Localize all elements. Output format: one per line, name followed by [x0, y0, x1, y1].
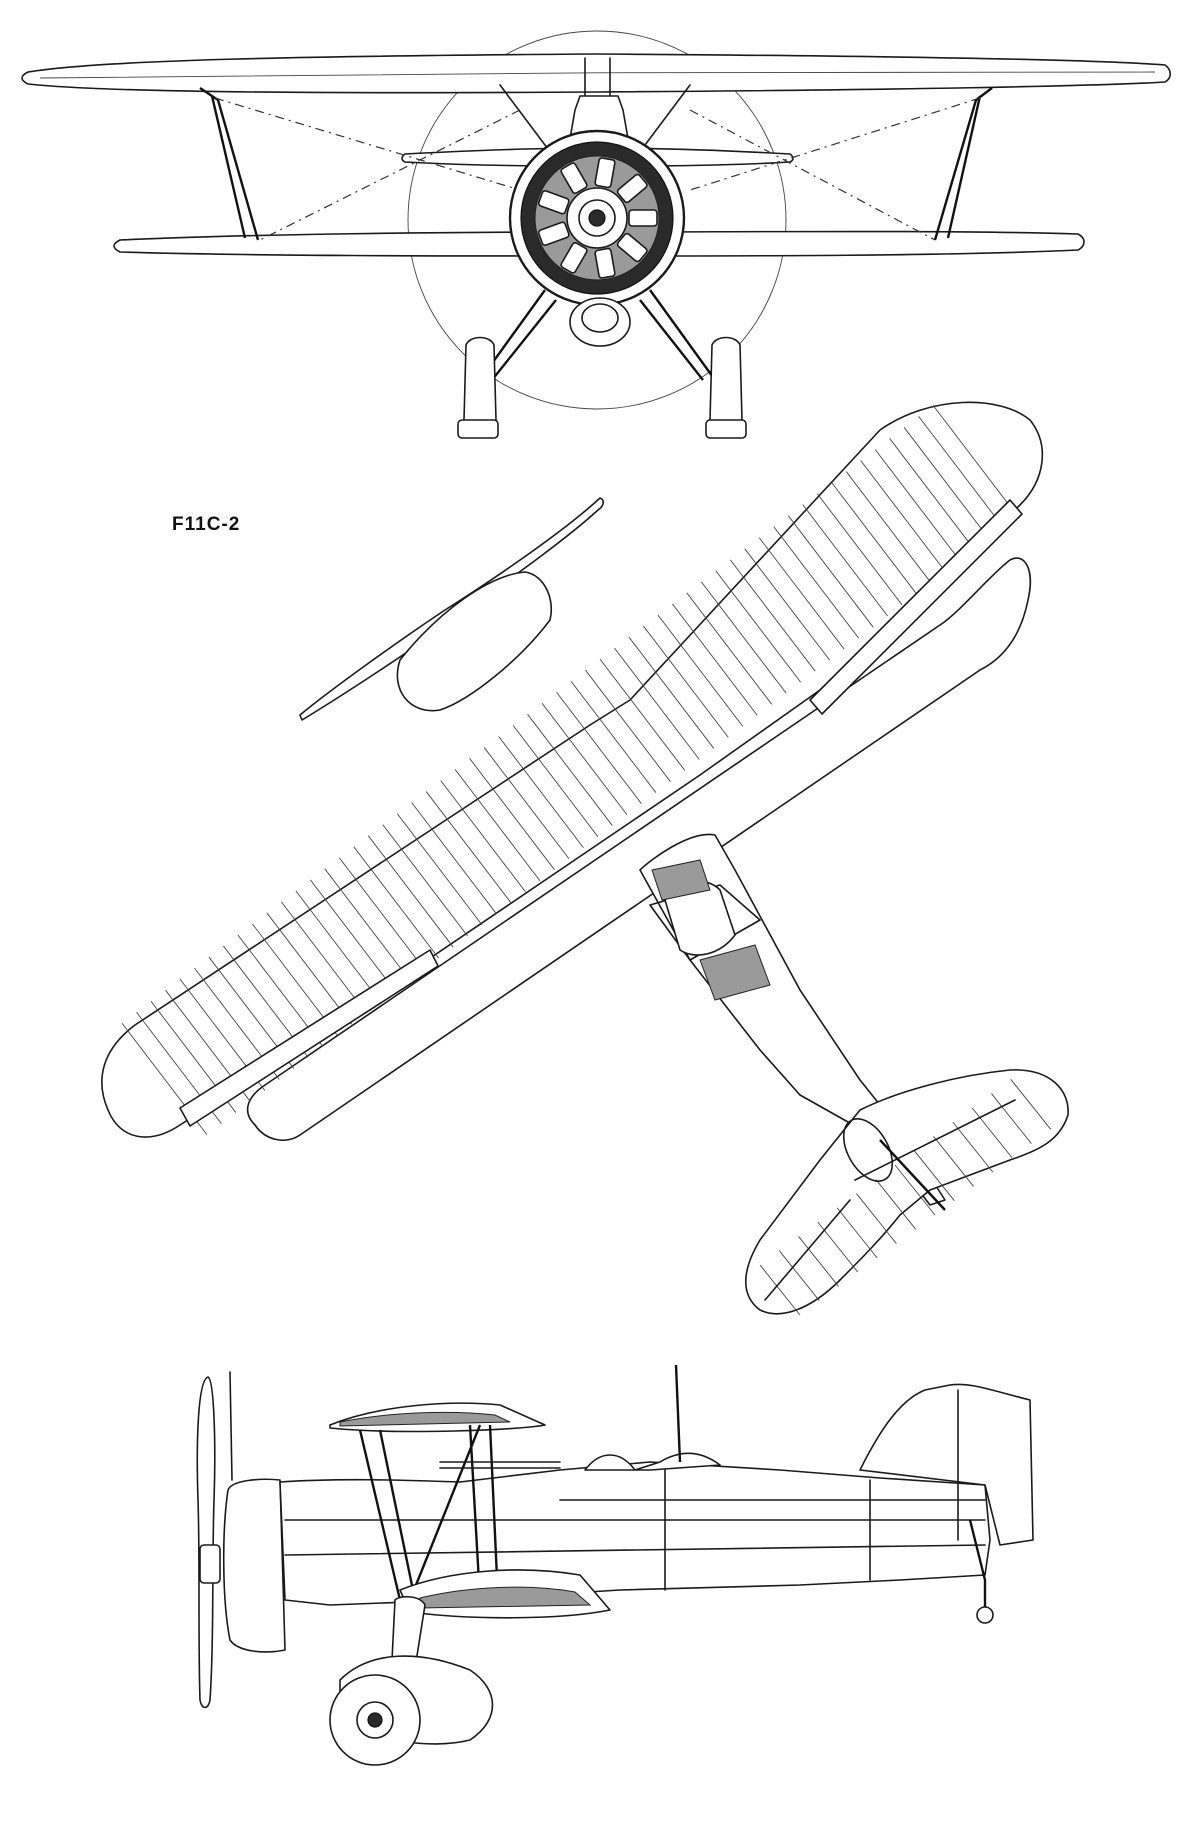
rib-line — [816, 493, 903, 606]
rib-line — [952, 1121, 994, 1173]
rib-line — [266, 912, 353, 1025]
side-view — [196, 1364, 1034, 1766]
engine-cylinder — [616, 173, 648, 204]
wing-rib-lines — [121, 405, 1019, 1135]
rib-line — [643, 625, 729, 738]
rib-line — [991, 1093, 1032, 1144]
rib-line — [295, 890, 382, 1003]
interplane-strut-right — [933, 87, 993, 241]
rib-line — [856, 1193, 897, 1244]
engine-cylinder — [537, 190, 570, 215]
left-aileron — [179, 949, 439, 1127]
tail-rib-lines — [759, 1079, 1052, 1316]
rib-line — [367, 835, 454, 948]
propeller-disc-circle — [407, 30, 787, 410]
fuselage-side — [279, 1461, 991, 1606]
rib-line — [932, 405, 1019, 517]
rib-line — [498, 736, 584, 849]
rib-line — [744, 548, 831, 661]
rib-line — [527, 714, 613, 826]
rib-line — [425, 791, 512, 904]
horizontal-stabilizer-plan — [744, 1069, 1069, 1315]
rib-line — [614, 647, 700, 760]
rib-line — [889, 438, 975, 551]
rib-line — [396, 813, 483, 926]
rib-line — [281, 901, 367, 1014]
rib-line — [787, 515, 874, 628]
plan-view — [101, 401, 1069, 1316]
rib-line — [1010, 1079, 1052, 1130]
rib-line — [672, 603, 758, 716]
rib-line — [913, 1150, 955, 1201]
engine-cylinder — [560, 242, 588, 274]
rib-line — [773, 526, 859, 639]
rib-line — [831, 482, 917, 595]
rib-line — [860, 460, 946, 573]
vertical-fin-side — [859, 1383, 1034, 1546]
lower-wing-plan — [246, 557, 1032, 1141]
rib-line — [585, 669, 671, 782]
rib-line — [469, 758, 555, 871]
right-aileron — [809, 499, 1023, 715]
rib-line — [440, 780, 526, 893]
rib-line — [701, 581, 787, 694]
rib-line — [541, 703, 628, 815]
upper-wing-front — [21, 53, 1172, 94]
rib-line — [483, 747, 570, 860]
rib-line — [657, 614, 744, 727]
rib-line — [903, 427, 990, 540]
propeller-side — [196, 1376, 216, 1709]
rib-line — [599, 658, 686, 771]
engine-cylinder — [594, 247, 616, 279]
rib-line — [324, 868, 411, 981]
engine-cylinder — [628, 209, 658, 227]
rib-line — [836, 1207, 878, 1259]
rib-line — [729, 559, 816, 672]
rib-line — [309, 879, 396, 992]
rib-line — [894, 1164, 936, 1216]
rib-line — [338, 857, 425, 970]
rib-line — [454, 769, 541, 882]
rib-line — [758, 537, 845, 650]
rib-line — [778, 1250, 820, 1301]
rib-line — [382, 824, 468, 937]
rib-line — [875, 1179, 917, 1230]
rib-line — [759, 1264, 801, 1316]
rib-line — [353, 846, 439, 959]
engine-cylinder — [560, 162, 588, 194]
rib-line — [570, 680, 657, 793]
front-view — [21, 30, 1172, 439]
aircraft-designation-label: F11C-2 — [172, 514, 241, 535]
rib-line — [802, 504, 888, 617]
rib-line — [556, 691, 642, 804]
engine-cylinder — [594, 157, 616, 189]
rib-line — [918, 416, 1004, 529]
upper-wing-plan — [101, 401, 1044, 1138]
radial-engine-cylinders — [537, 157, 658, 279]
rib-line — [715, 570, 802, 683]
rib-line — [628, 636, 715, 749]
rib-line — [874, 449, 961, 562]
rib-line — [512, 725, 599, 837]
engine-cylinder — [616, 232, 648, 263]
interplane-strut-left — [199, 87, 260, 241]
rib-line — [971, 1107, 1013, 1159]
rib-line — [933, 1136, 974, 1187]
rib-line — [798, 1236, 839, 1287]
engine-cowl-side — [222, 1478, 286, 1653]
rib-line — [411, 802, 497, 915]
rib-line — [845, 471, 932, 584]
rib-line — [686, 592, 773, 705]
engine-cylinder — [537, 221, 570, 246]
engine-cowl-plan — [396, 571, 552, 712]
cockpit-side — [584, 1452, 721, 1471]
